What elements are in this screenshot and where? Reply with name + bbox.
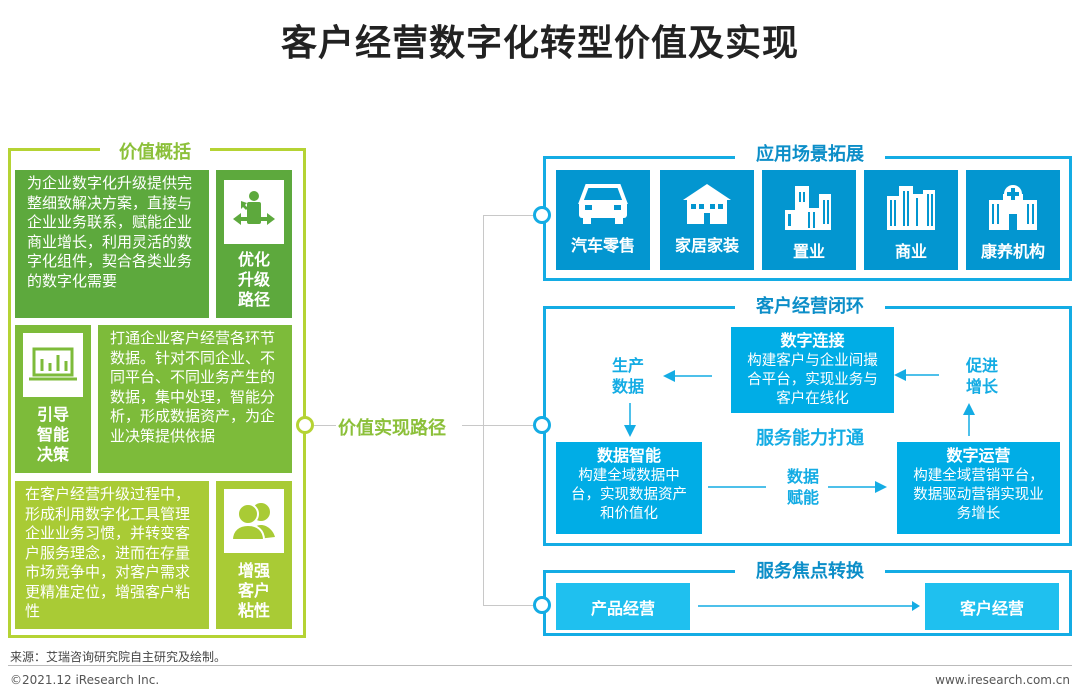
business-person-arrows-icon [224,180,284,244]
connector-line [483,605,533,606]
bar-chart-monitor-icon [23,333,83,397]
center-label: 服务能力打通 [756,428,864,449]
box-text: 构建全域数据中台，实现数据资产和价值化 [571,468,687,522]
value-label-1: 优化升级路径 [237,250,270,309]
tile-elderly-care[interactable]: 康养机构 [966,170,1060,270]
connector-line [462,425,533,426]
tile-real-estate[interactable]: 置业 [762,170,856,270]
skyscrapers-icon [887,186,935,230]
connector-line [483,215,533,216]
tile-home-furnishing[interactable]: 家居家装 [660,170,754,270]
house-icon [683,184,731,224]
box-title: 数字运营 [946,446,1011,465]
scenarios-title: 应用场景拓展 [735,140,885,166]
box-text: 构建客户与企业间撮合平台，实现业务与客户在线化 [747,353,878,407]
buildings-icon [785,186,831,230]
value-text-3: 在客户经营升级过程中，形成利用数字化工具管理企业业务习惯，并转变客户服务理念，进… [15,481,209,629]
tile-label: 商业 [894,242,927,261]
loop-arrows [624,369,975,550]
box-text: 构建全域营销平台，数据驱动营销实现业务增长 [913,468,1044,522]
value-text-1: 为企业数字化升级提供完整细致解决方案，直接与企业业务联系，赋能企业商业增长，利用… [15,170,209,318]
promote-growth-label: 促进增长 [965,356,998,396]
digital-ops-box: 数字运营 构建全域营销平台，数据驱动营销实现业务增长 [897,442,1060,534]
box-title: 数据智能 [596,446,661,465]
tile-label: 汽车零售 [570,236,635,255]
value-tile-2: 引导智能决策 [15,325,91,473]
value-label-2: 引导智能决策 [36,405,69,464]
product-operation-box: 产品经营 [556,583,690,630]
page-title: 客户经营数字化转型价值及实现 [280,23,799,64]
connector-line [483,215,484,605]
connector-line [314,425,336,426]
hospital-icon [989,185,1037,230]
footer-divider [8,665,1072,666]
value-tile-3: 增强客户粘性 [216,481,292,629]
tile-label: 康养机构 [980,242,1045,261]
customer-operation-box: 客户经营 [925,583,1059,630]
copyright: ©2021.12 iResearch Inc. [10,673,160,687]
website: www.iresearch.com.cn [935,673,1070,687]
data-enable-label: 数据赋能 [786,467,819,507]
scenarios-node [533,206,551,224]
data-intelligence-box: 数据智能 构建全域数据中台，实现数据资产和价值化 [556,442,702,534]
value-text-2: 打通企业客户经营各环节数据。针对不同企业、不同平台、不同业务产生的数据，集中处理… [98,325,292,473]
connector-node [296,416,314,434]
tile-commercial[interactable]: 商业 [864,170,958,270]
loop-node [533,416,551,434]
focus-title: 服务焦点转换 [735,557,885,583]
loop-title: 客户经营闭环 [735,292,885,318]
box-title: 数字连接 [780,331,845,350]
tile-car-retail[interactable]: 汽车零售 [556,170,650,270]
path-label: 价值实现路径 [338,418,446,439]
arrow-right-icon [698,601,920,611]
users-icon [224,489,284,553]
digital-connect-box: 数字连接 构建客户与企业间撮合平台，实现业务与客户在线化 [731,327,894,413]
produce-data-label: 生产数据 [611,356,644,396]
tile-label: 置业 [792,242,825,261]
focus-node [533,596,551,614]
value-summary-title: 价值概括 [100,138,210,164]
value-tile-1: 优化升级路径 [216,170,292,318]
value-label-3: 增强客户粘性 [237,561,270,620]
car-icon [578,184,628,224]
source-note: 来源：艾瑞咨询研究院自主研究及绘制。 [10,650,227,664]
tile-label: 家居家装 [674,236,739,255]
